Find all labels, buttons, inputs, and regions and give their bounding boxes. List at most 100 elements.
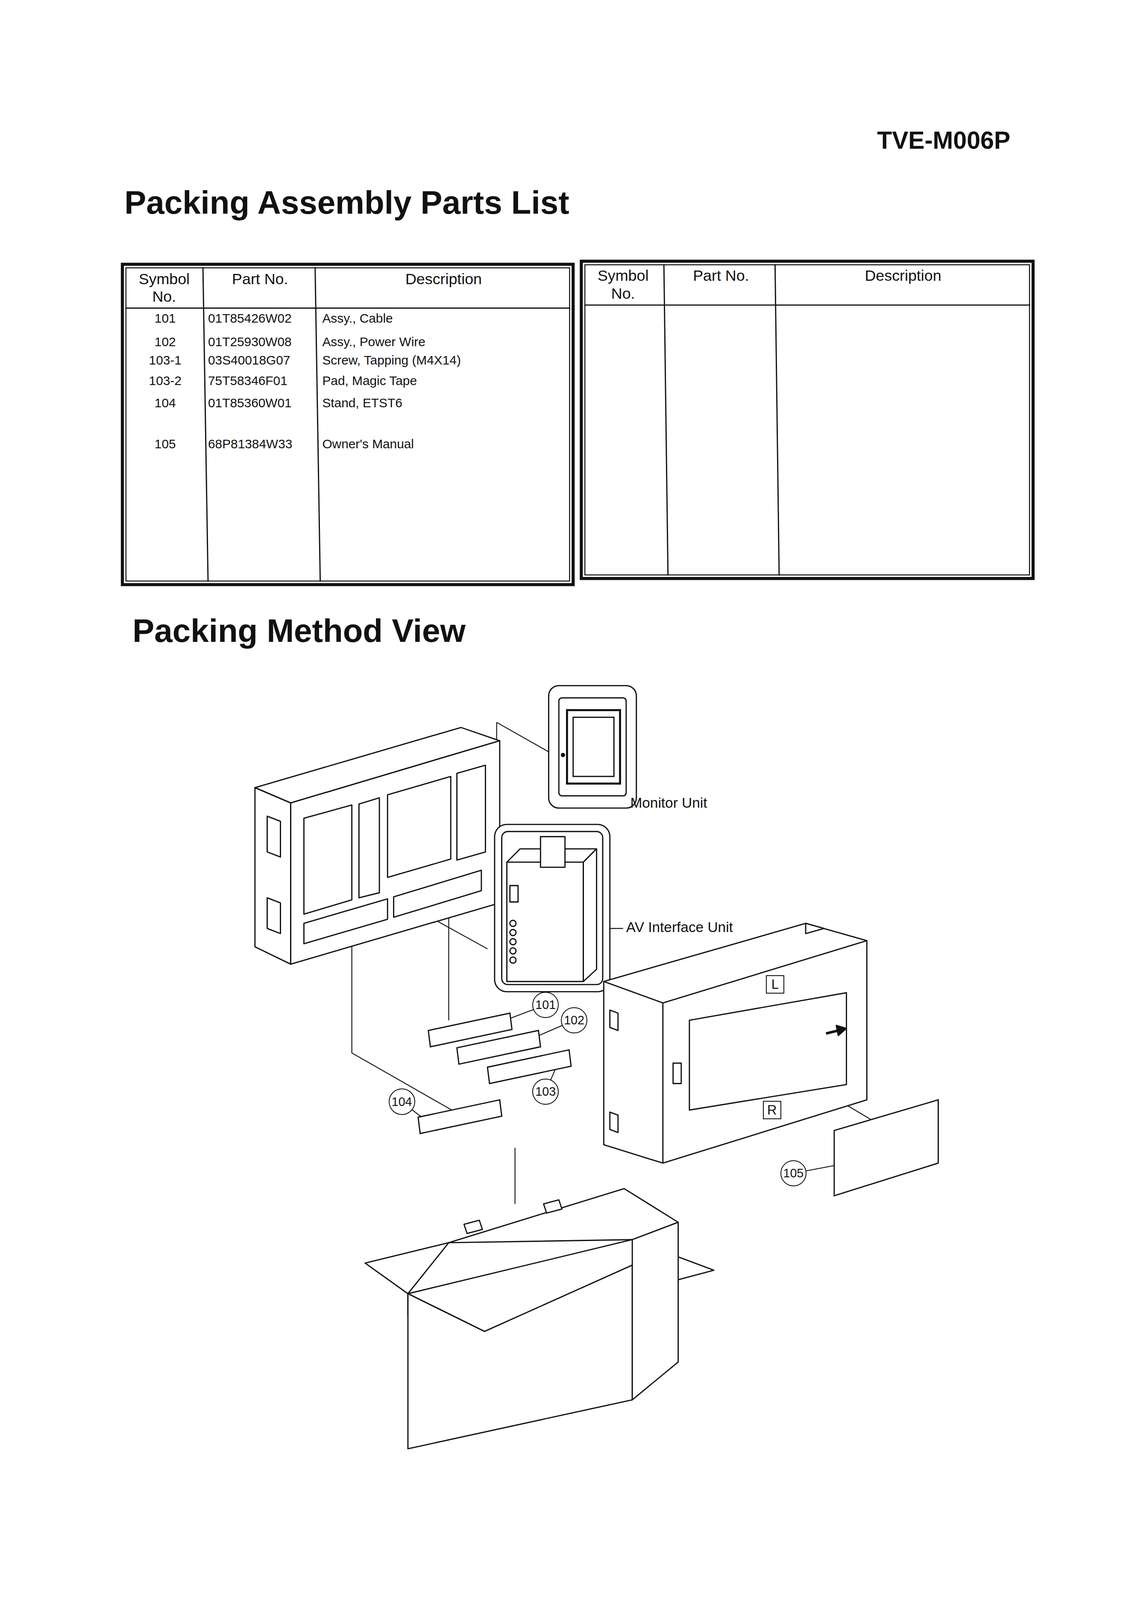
foam-tray (387, 776, 451, 877)
foam-cover (609, 1009, 619, 1031)
foam-tray (255, 787, 291, 964)
foam-tray (266, 815, 281, 857)
foam-cover (609, 1111, 619, 1132)
table-cell: Owner's Manual (322, 436, 414, 452)
part-label: AV Interface Unit (626, 918, 734, 936)
parts-table (584, 264, 1030, 575)
table-cell: Screw, Tapping (M4X14) (322, 352, 461, 368)
callout-number: 102 (563, 1013, 585, 1027)
parts-table (584, 304, 1030, 306)
foam-cover (662, 1002, 664, 1163)
foam-tray (255, 727, 500, 964)
foam-cover (603, 923, 867, 1163)
av-interface-unit (540, 836, 565, 868)
accessory-bag (418, 1099, 502, 1134)
foam-cover (826, 1029, 839, 1033)
table-cell: Assy., Cable (322, 310, 393, 326)
av-interface-unit (510, 929, 517, 936)
leader-line (496, 721, 552, 753)
table-header: Description (777, 266, 1030, 285)
parts-table (126, 307, 570, 309)
callout-number: 101 (535, 998, 556, 1011)
callout-number: 102 (560, 1006, 588, 1034)
carton-box (365, 1242, 449, 1294)
monitor-unit (566, 709, 620, 784)
foam-tray (393, 869, 482, 917)
part-label: Monitor Unit (630, 794, 707, 811)
av-interface-unit (494, 824, 610, 992)
side-mark: L (771, 977, 779, 991)
monitor-unit (561, 753, 565, 757)
parts-table (315, 267, 321, 581)
callout-number: 104 (388, 1088, 416, 1115)
owners-manual (834, 1099, 939, 1196)
side-mark: R (762, 1100, 782, 1119)
table-cell: 75T58346F01 (208, 373, 288, 388)
carton-box (365, 1187, 714, 1449)
table-cell: Pad, Magic Tape (322, 373, 417, 388)
av-interface-unit (510, 938, 517, 945)
monitor-unit (573, 716, 614, 776)
side-mark: L (765, 974, 785, 994)
table-cell: 01T25930W08 (208, 334, 292, 349)
foam-tray (290, 740, 500, 964)
model-number: TVE-M006P (876, 126, 1011, 155)
leader-line (448, 902, 449, 1021)
table-cell: 103-2 (126, 373, 204, 388)
table-cell: 01T85426W02 (208, 310, 292, 326)
table-cell: 01T85360W01 (208, 395, 292, 411)
callout-number: 101 (532, 991, 559, 1018)
parts-table (774, 264, 780, 575)
foam-cover (603, 940, 867, 1003)
table-header: Part No. (203, 270, 317, 288)
foam-tray (358, 797, 380, 898)
parts-table (581, 261, 1034, 578)
av-interface-unit (510, 919, 517, 926)
table-header: Symbol No. (127, 270, 201, 306)
foam-cover (836, 1024, 847, 1036)
av-interface-unit (507, 861, 584, 981)
av-interface-unit (510, 885, 519, 902)
carton-box (543, 1199, 562, 1213)
table-cell: 101 (126, 310, 204, 326)
callout-number: 103 (532, 1078, 559, 1105)
monitor-unit (558, 697, 627, 796)
carton-box (407, 1264, 633, 1449)
side-mark: R (767, 1102, 777, 1117)
table-cell: 103-1 (126, 352, 204, 368)
owners-manual (834, 1099, 939, 1196)
foam-cover (603, 923, 867, 1163)
foam-cover (689, 992, 847, 1110)
foam-cover (673, 1062, 682, 1084)
table-cell: Stand, ETST6 (322, 395, 402, 411)
accessory-bag (487, 1049, 572, 1084)
parts-table (202, 267, 209, 581)
table-cell: 105 (126, 436, 204, 452)
carton-box (632, 1221, 678, 1399)
leader-line (514, 1147, 516, 1204)
monitor-unit (548, 685, 637, 808)
callout-number: 105 (783, 1166, 804, 1179)
monitor-unit (548, 685, 637, 808)
parts-table (126, 267, 570, 581)
av-interface-unit (510, 956, 517, 963)
carton-box (463, 1219, 483, 1233)
callout-number: 103 (535, 1085, 556, 1098)
table-header: Symbol No. (587, 266, 659, 303)
callout-number: 104 (391, 1095, 413, 1108)
table-cell: 102 (126, 334, 204, 349)
carton-box (448, 1187, 678, 1243)
foam-tray (457, 765, 486, 860)
accessory-bag (418, 1012, 572, 1134)
table-cell: Assy., Power Wire (322, 334, 426, 349)
parts-table (663, 264, 669, 575)
parts-table (122, 261, 1033, 585)
foam-tray (303, 898, 388, 944)
foam-tray (266, 897, 281, 934)
parts-table (122, 263, 573, 585)
table-header: Description (316, 270, 572, 288)
table-cell: 03S40018G07 (208, 352, 291, 368)
foam-cover (805, 923, 825, 934)
